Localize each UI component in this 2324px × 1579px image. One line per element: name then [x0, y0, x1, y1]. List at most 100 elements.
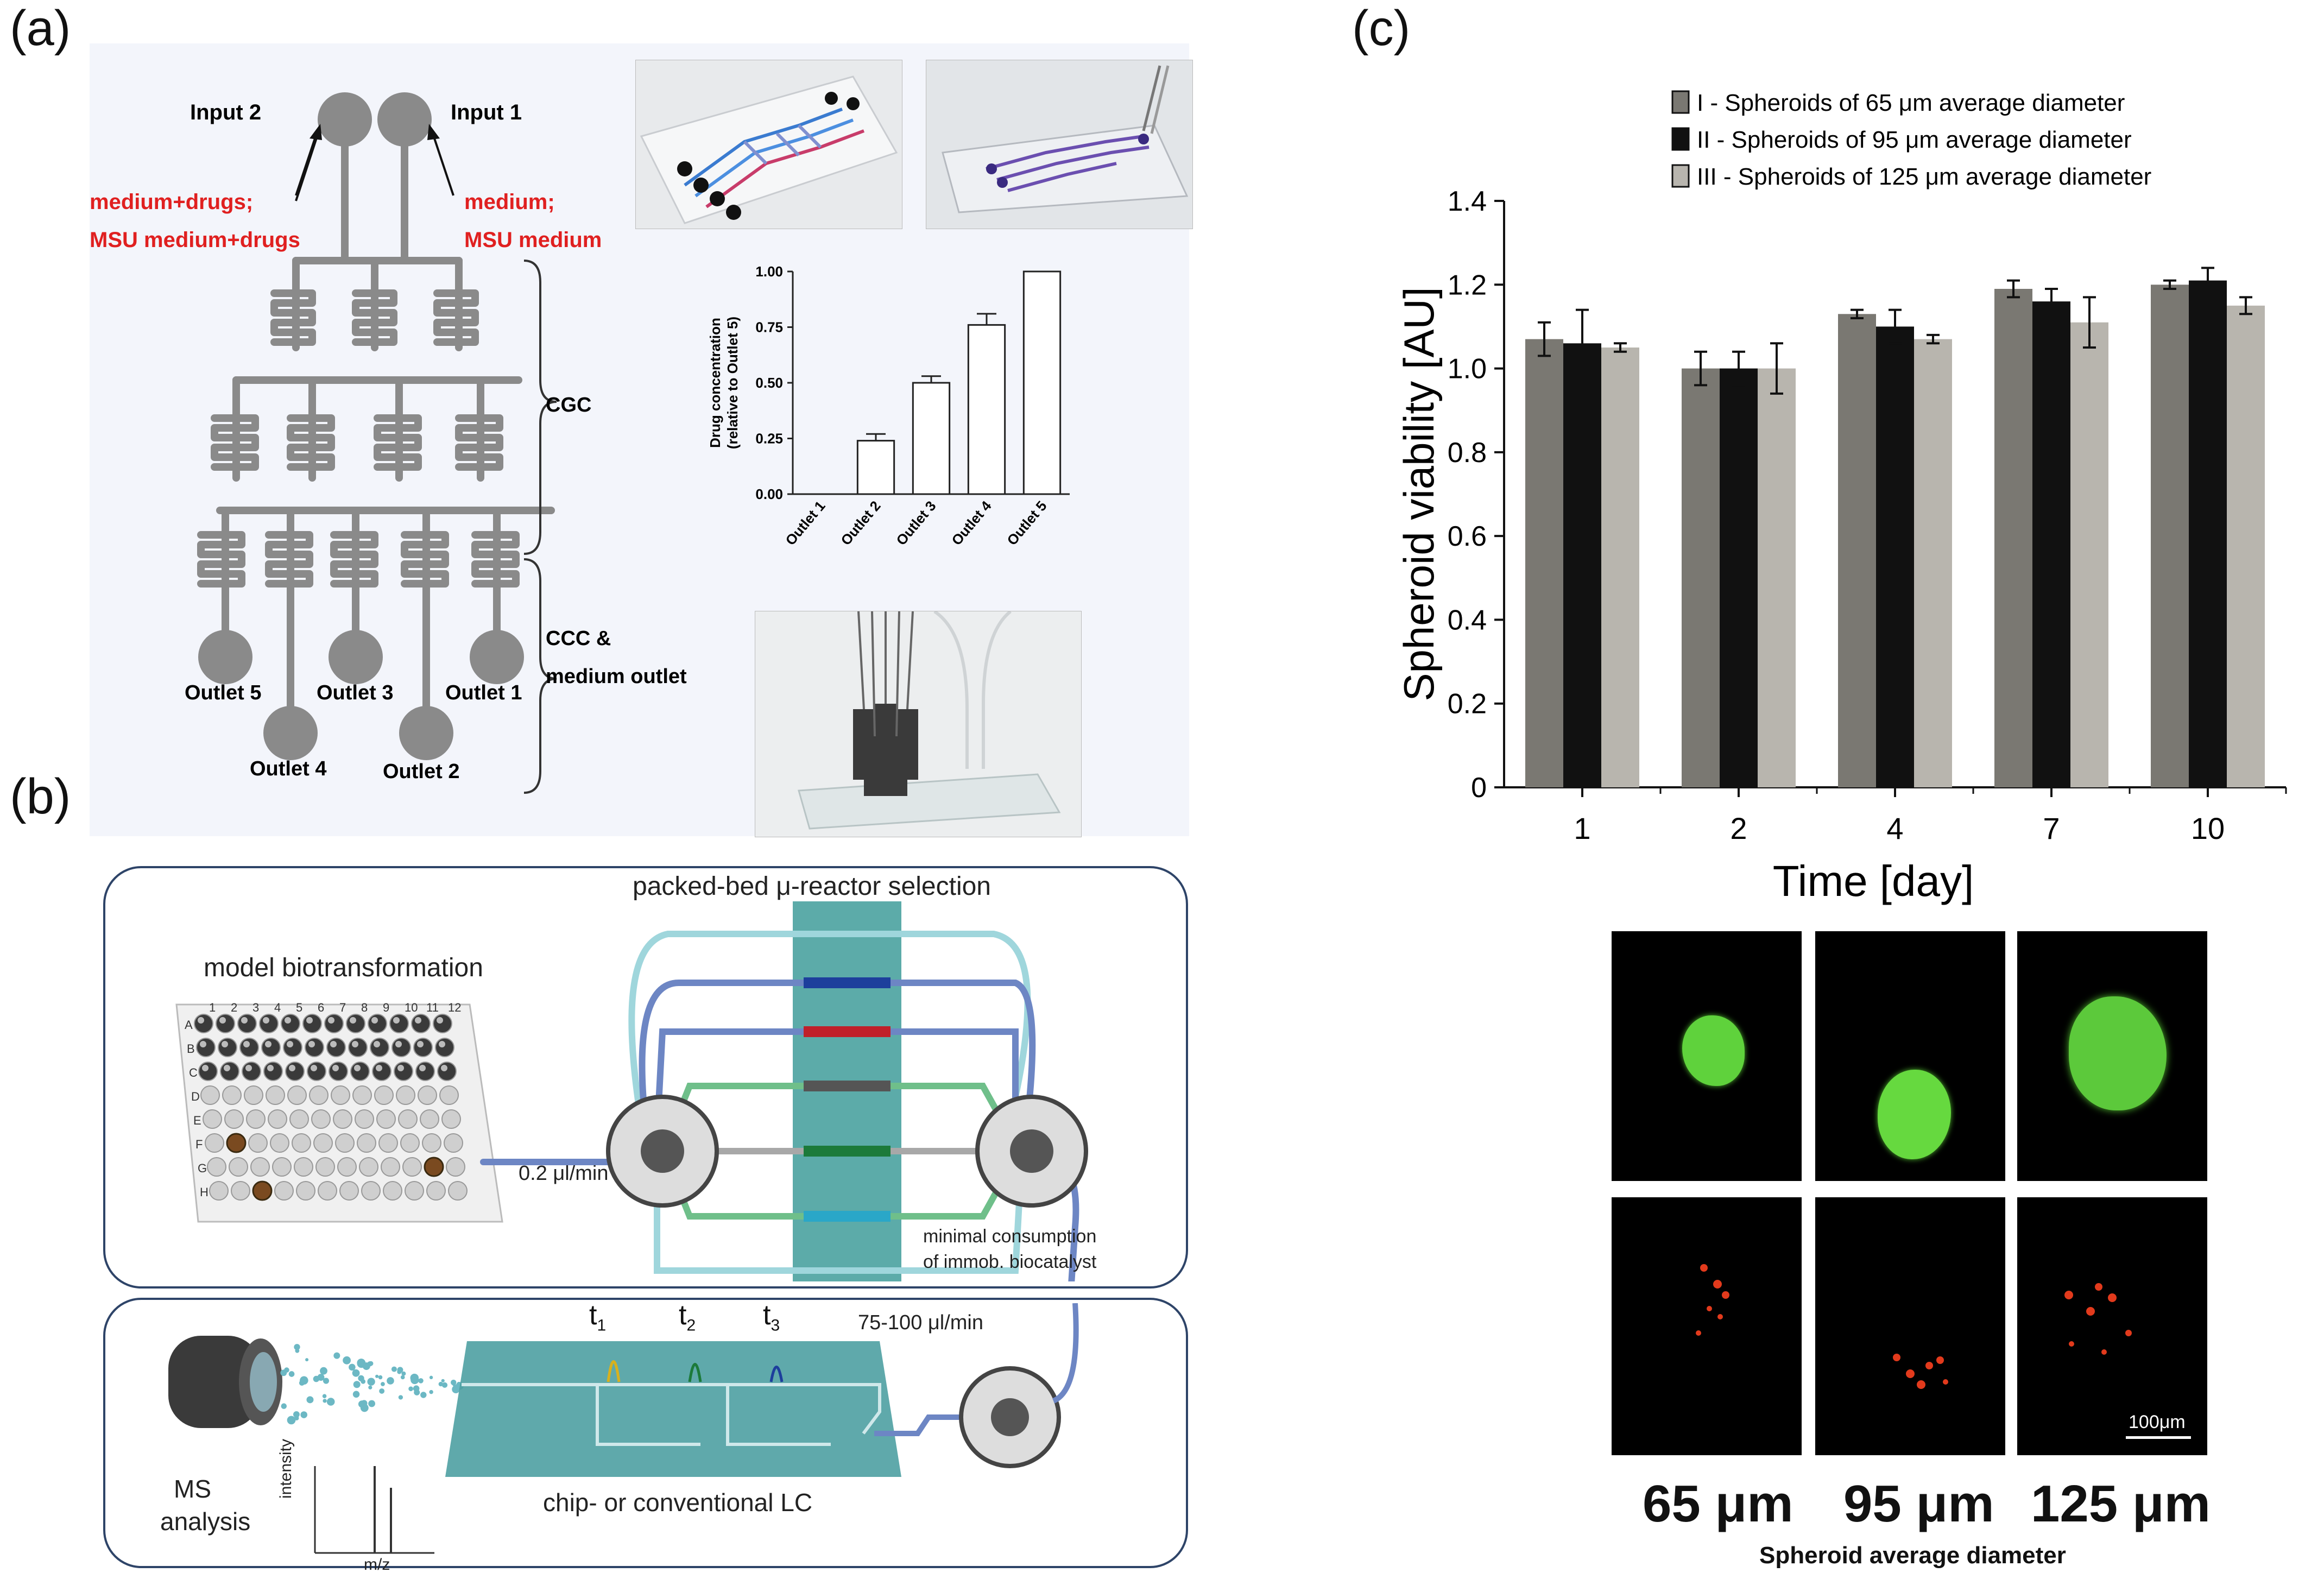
well [437, 1062, 457, 1081]
spray-droplet [367, 1361, 372, 1367]
well [237, 1014, 257, 1033]
well [318, 1181, 337, 1201]
well [250, 1157, 270, 1177]
plate-column-label: 9 [383, 1001, 390, 1014]
well [311, 1109, 331, 1129]
input-1-label: Input 1 [451, 100, 522, 124]
well [307, 1062, 326, 1081]
well [272, 1157, 292, 1177]
plate-column-label: 8 [361, 1001, 368, 1014]
spray-droplet [357, 1359, 366, 1367]
right-media-line-1: medium; [464, 190, 555, 214]
bar [1914, 339, 1952, 787]
scale-bar-label: 100μm [2129, 1412, 2186, 1432]
well [400, 1133, 420, 1153]
bar [2227, 305, 2265, 787]
plate-column-label: 10 [405, 1001, 418, 1014]
y-tick-label: 1.4 [1448, 186, 1487, 217]
x-tick-label: 10 [2191, 811, 2225, 845]
plate-row-label: A [185, 1018, 193, 1032]
dead-cell [2095, 1283, 2102, 1291]
dead-cell [2125, 1330, 2132, 1336]
y-tick-label: 0 [1471, 772, 1487, 804]
dead-cell [2069, 1341, 2074, 1347]
x-tick-label: 4 [1886, 811, 1903, 845]
live-spheroid-95 [1878, 1070, 1951, 1159]
well [329, 1062, 348, 1081]
y-tick-label: 0.6 [1448, 521, 1487, 552]
well [296, 1181, 315, 1201]
well-highlight [263, 1017, 269, 1024]
input-2-label: Input 2 [190, 100, 262, 124]
panel-label-a: (a) [10, 1, 71, 56]
spectrum-x-label: m/z [364, 1556, 390, 1574]
well [348, 1038, 368, 1057]
spectrum-y-label: intensity [277, 1438, 295, 1499]
well [270, 1133, 289, 1153]
well-highlight [198, 1017, 204, 1024]
well [315, 1157, 335, 1177]
spray-droplet [400, 1375, 405, 1380]
y-tick-label: 1.0 [1448, 353, 1487, 385]
spray-droplet [398, 1395, 403, 1400]
dead-cell [1917, 1380, 1925, 1389]
dead-cell [2064, 1291, 2073, 1299]
well [200, 1085, 220, 1105]
legend-label: II - Spheroids of 95 μm average diameter [1697, 127, 2132, 153]
spray-droplet [358, 1375, 364, 1382]
dead-cell [2108, 1293, 2117, 1302]
spray-droplet [305, 1358, 309, 1362]
bar [1022, 270, 1062, 495]
dead-cell [1700, 1264, 1708, 1272]
spray-droplet [352, 1369, 360, 1377]
spray-droplet [358, 1400, 366, 1408]
reactor-valves-diagram [480, 901, 1088, 1281]
bar [856, 440, 895, 495]
live-spheroid-125 [2069, 996, 2167, 1110]
well-highlight [371, 1017, 378, 1024]
well-highlight [289, 1065, 295, 1071]
well [396, 1085, 415, 1105]
well-highlight [415, 1017, 421, 1024]
well [309, 1085, 329, 1105]
well [285, 1062, 305, 1081]
spray-droplet [418, 1378, 424, 1384]
spray-droplet [429, 1375, 433, 1380]
spray-droplet [343, 1356, 351, 1365]
micro-dead-65 [1612, 1197, 1802, 1455]
well-highlight [374, 1041, 380, 1047]
well [422, 1133, 441, 1153]
spray-droplet [287, 1416, 296, 1425]
spray-droplet [352, 1391, 360, 1398]
bar [1876, 326, 1914, 787]
well [418, 1085, 437, 1105]
y-tick-label: 0.8 [1448, 437, 1487, 469]
y-tick-label: 0.4 [1448, 604, 1487, 636]
well [352, 1085, 372, 1105]
micro-live-95 [1815, 931, 2005, 1181]
sample-well [424, 1157, 444, 1177]
well [274, 1181, 294, 1201]
plate-row-label: E [193, 1114, 201, 1127]
plate-row-label: B [187, 1042, 195, 1056]
micro-dead-125: 100μm [2017, 1197, 2207, 1455]
well [446, 1157, 465, 1177]
bar [912, 382, 951, 495]
plate-column-label: 1 [209, 1001, 216, 1014]
well [242, 1062, 261, 1081]
well-highlight [397, 1065, 404, 1071]
plate-row-label: D [191, 1090, 200, 1103]
spray-droplet [387, 1377, 394, 1385]
plate-column-label: 11 [426, 1001, 439, 1014]
x-axis-label: Time [day] [1773, 857, 1974, 905]
spray-droplet [320, 1367, 327, 1375]
well [292, 1133, 311, 1153]
well [381, 1157, 400, 1177]
y-tick-label: 1.00 [755, 263, 783, 280]
well [268, 1109, 287, 1129]
well [246, 1109, 266, 1129]
y-tick-label: 0.75 [755, 319, 783, 336]
well [426, 1181, 446, 1201]
well-highlight [219, 1017, 226, 1024]
well [281, 1014, 300, 1033]
